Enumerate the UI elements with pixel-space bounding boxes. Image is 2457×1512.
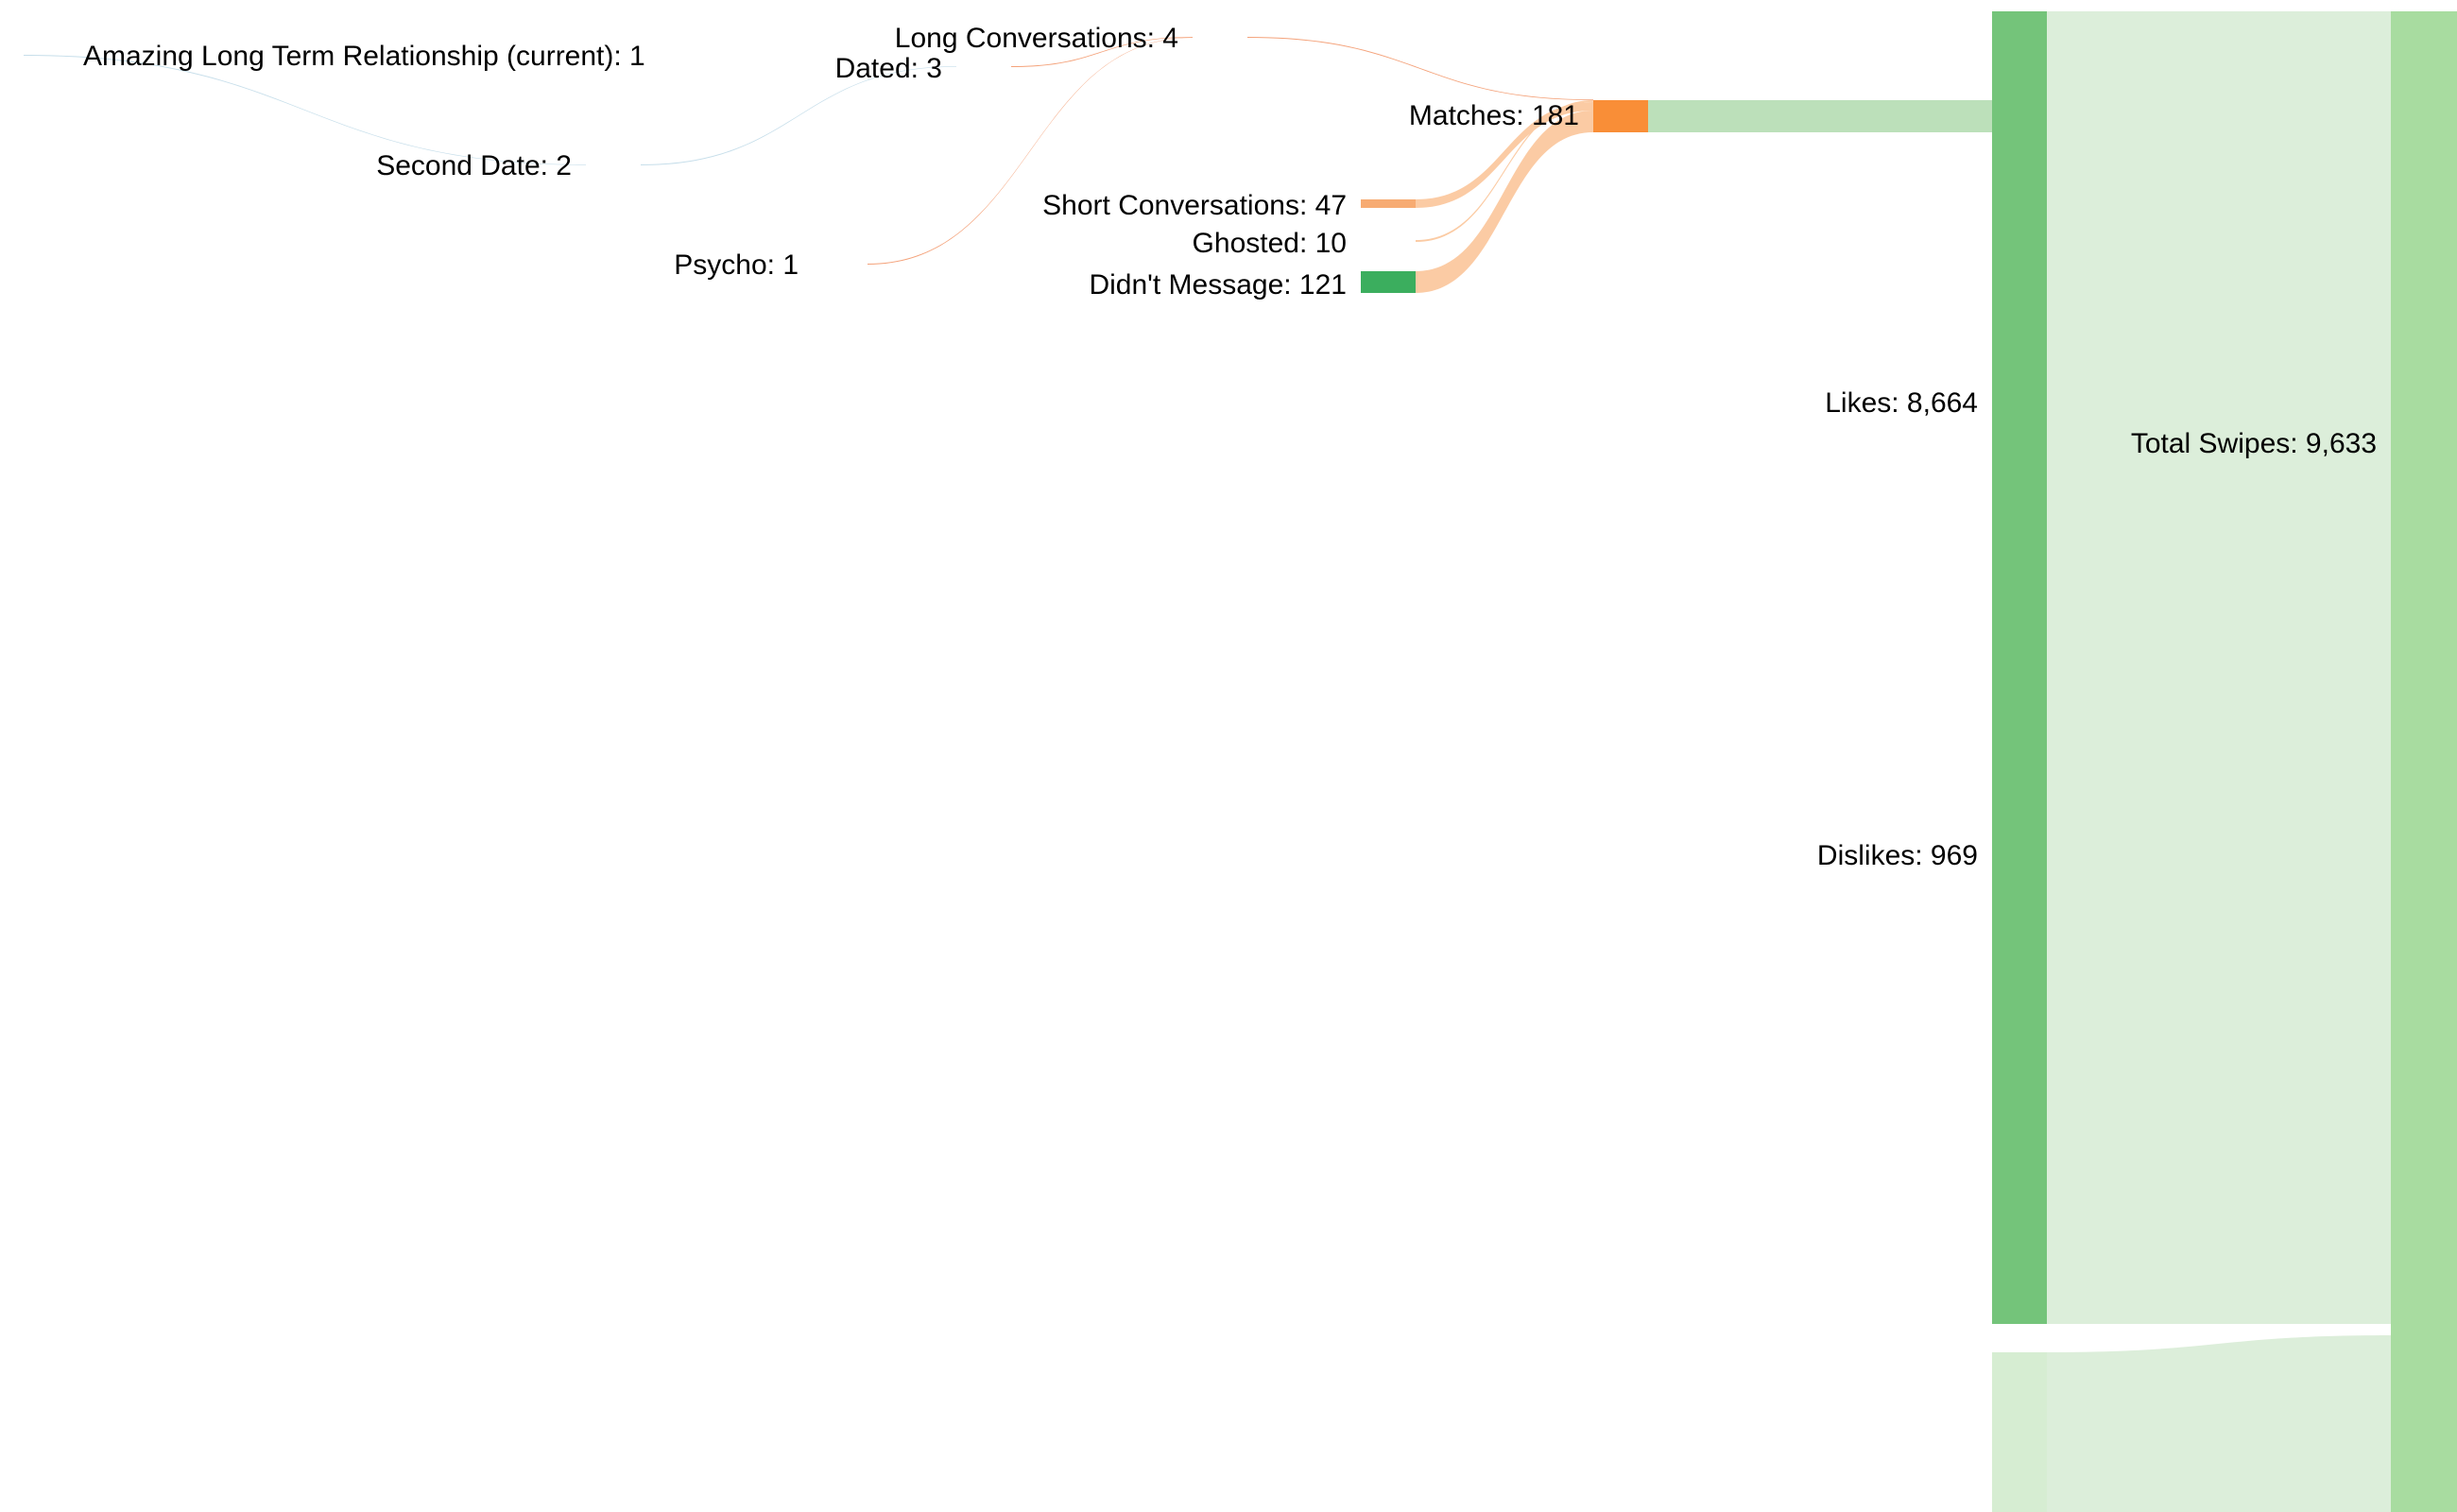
sankey-link-second_date-to-amazing[interactable] bbox=[24, 55, 586, 165]
sankey-node-label-ghosted: Ghosted: 10 bbox=[1192, 228, 1347, 259]
sankey-nodes-layer bbox=[1361, 11, 2457, 1512]
sankey-link-matches-to-didnt_message[interactable] bbox=[1416, 111, 1593, 293]
sankey-node-label-matches: Matches: 181 bbox=[1408, 100, 1579, 131]
sankey-node-likes[interactable] bbox=[1992, 11, 2047, 1324]
sankey-link-long_conversations-to-psycho[interactable] bbox=[868, 37, 1193, 265]
sankey-node-label-long_conversations: Long Conversations: 4 bbox=[894, 23, 1178, 54]
sankey-node-dislikes[interactable] bbox=[1992, 1352, 2047, 1512]
sankey-link-matches-to-ghosted[interactable] bbox=[1416, 100, 1593, 242]
sankey-node-didnt_message[interactable] bbox=[1361, 271, 1416, 293]
sankey-node-matches[interactable] bbox=[1593, 100, 1648, 132]
sankey-node-label-psycho: Psycho: 1 bbox=[674, 249, 799, 281]
sankey-node-label-total_swipes: Total Swipes: 9,633 bbox=[2130, 428, 2377, 459]
sankey-node-label-likes: Likes: 8,664 bbox=[1825, 387, 1978, 419]
sankey-link-total_swipes-to-dislikes[interactable] bbox=[2047, 1335, 2391, 1512]
sankey-node-label-dislikes: Dislikes: 969 bbox=[1816, 840, 1978, 871]
sankey-node-short_conversations[interactable] bbox=[1361, 199, 1416, 208]
sankey-node-label-amazing: Amazing Long Term Relationship (current)… bbox=[83, 41, 645, 72]
sankey-link-likes-to-matches[interactable] bbox=[1648, 100, 1992, 132]
sankey-links-layer bbox=[24, 11, 2391, 1512]
sankey-node-label-dated: Dated: 3 bbox=[834, 53, 942, 84]
sankey-link-dated-to-second_date[interactable] bbox=[641, 66, 956, 165]
sankey-link-total_swipes-to-likes[interactable] bbox=[2047, 11, 2391, 1324]
sankey-node-label-short_conversations: Short Conversations: 47 bbox=[1042, 190, 1347, 221]
sankey-node-label-didnt_message: Didn't Message: 121 bbox=[1089, 269, 1347, 301]
sankey-link-long_conversations-to-dated[interactable] bbox=[1011, 37, 1193, 67]
sankey-link-matches-to-short_conversations[interactable] bbox=[1416, 102, 1593, 208]
sankey-node-total_swipes[interactable] bbox=[2391, 11, 2457, 1512]
sankey-node-label-second_date: Second Date: 2 bbox=[376, 150, 572, 181]
sankey-link-matches-to-long_conversations[interactable] bbox=[1247, 37, 1593, 100]
